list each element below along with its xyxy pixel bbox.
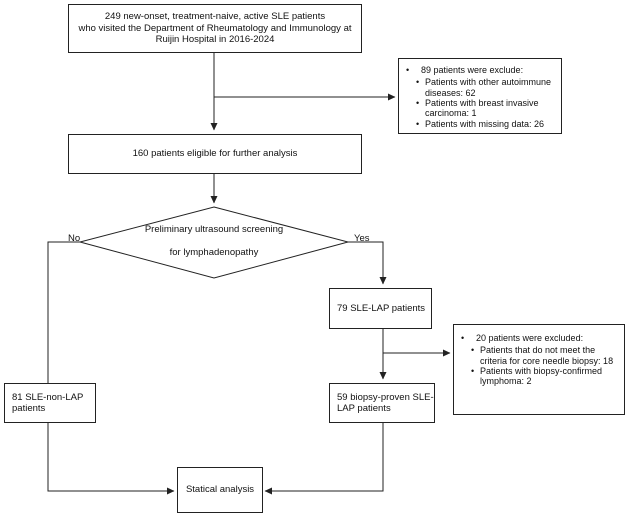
exclusion-box-2: • 20 patients were excluded: • Patients t…	[453, 324, 625, 415]
decision-line-2: for lymphadenopathy	[169, 247, 259, 259]
analysis-box: Statical analysis	[177, 467, 263, 513]
arrow-nonlap-to-analysis	[47, 422, 175, 495]
arrow-yes-branch	[348, 241, 387, 285]
eligible-box: 160 patients eligible for further analys…	[68, 134, 362, 174]
arrow-biopsy-to-analysis	[264, 422, 384, 495]
bullet-icon: •	[416, 77, 420, 88]
exclusion-2-item-text: Patients with biopsy-confirmed lymphoma:…	[480, 366, 603, 387]
exclusion-1-header-item: • 89 patients were exclude:	[406, 65, 555, 75]
decision-text: Preliminary ultrasound screening for lym…	[100, 224, 328, 259]
biopsy-proven-box: 59 biopsy-proven SLE-LAP patients	[329, 383, 435, 423]
decision-line-1: Preliminary ultrasound screening	[144, 224, 284, 235]
decision-diamond	[78, 206, 350, 279]
bullet-icon: •	[416, 118, 420, 129]
exclusion-1-item-text: Patients with other autoimmune diseases:…	[425, 77, 552, 98]
sle-non-lap-text: 81 SLE-non-LAP patients	[12, 391, 84, 414]
cohort-source-box: 249 new-onset, treatment-naive, active S…	[68, 4, 362, 53]
exclusion-1-list: • Patients with other autoimmune diseases…	[409, 77, 555, 129]
exclusion-1-item-text: Patients with missing data: 26	[425, 118, 545, 129]
exclusion-2-item-text: Patients that do not meet the criteria f…	[480, 345, 614, 366]
exclusion-2-item: • Patients with biopsy-confirmed lymphoma…	[471, 366, 618, 387]
exclusion-1-item: • Patients with missing data: 26	[416, 118, 555, 129]
bullet-icon: •	[416, 98, 420, 109]
biopsy-proven-text: 59 biopsy-proven SLE-LAP patients	[337, 391, 434, 414]
exclusion-1-item: • Patients with other autoimmune diseases…	[416, 77, 555, 98]
eligible-text: 160 patients eligible for further analys…	[132, 148, 298, 160]
bullet-icon: •	[471, 366, 475, 377]
exclusion-1-header: 89 patients were exclude:	[421, 65, 524, 75]
analysis-text: Statical analysis	[185, 484, 255, 496]
cohort-source-line-3: Ruijin Hospital in 2016-2024	[155, 34, 275, 46]
no-label: No	[68, 233, 81, 244]
sle-lap-text: 79 SLE-LAP patients	[337, 302, 426, 314]
arrow-no-branch	[47, 241, 80, 383]
exclusion-2-item: • Patients that do not meet the criteria …	[471, 345, 618, 366]
sle-non-lap-box: 81 SLE-non-LAP patients	[4, 383, 96, 423]
exclusion-1-item: • Patients with breast invasive carcinoma…	[416, 98, 555, 119]
exclusion-2-list: • Patients that do not meet the criteria …	[464, 345, 618, 386]
bullet-icon: •	[461, 333, 465, 343]
exclusion-1-item-text: Patients with breast invasive carcinoma:…	[425, 98, 539, 119]
exclusion-2-header-item: • 20 patients were excluded:	[461, 333, 618, 343]
exclusion-box-1: • 89 patients were exclude: • Patients wi…	[398, 58, 562, 134]
bullet-icon: •	[406, 65, 410, 75]
exclusion-2-header: 20 patients were excluded:	[476, 333, 584, 343]
cohort-source-line-2: who visited the Department of Rheumatolo…	[78, 22, 352, 34]
yes-label: Yes	[354, 233, 370, 244]
bullet-icon: •	[471, 345, 475, 356]
sle-lap-box: 79 SLE-LAP patients	[329, 288, 432, 329]
cohort-source-line-1: 249 new-onset, treatment-naive, active S…	[104, 11, 326, 23]
